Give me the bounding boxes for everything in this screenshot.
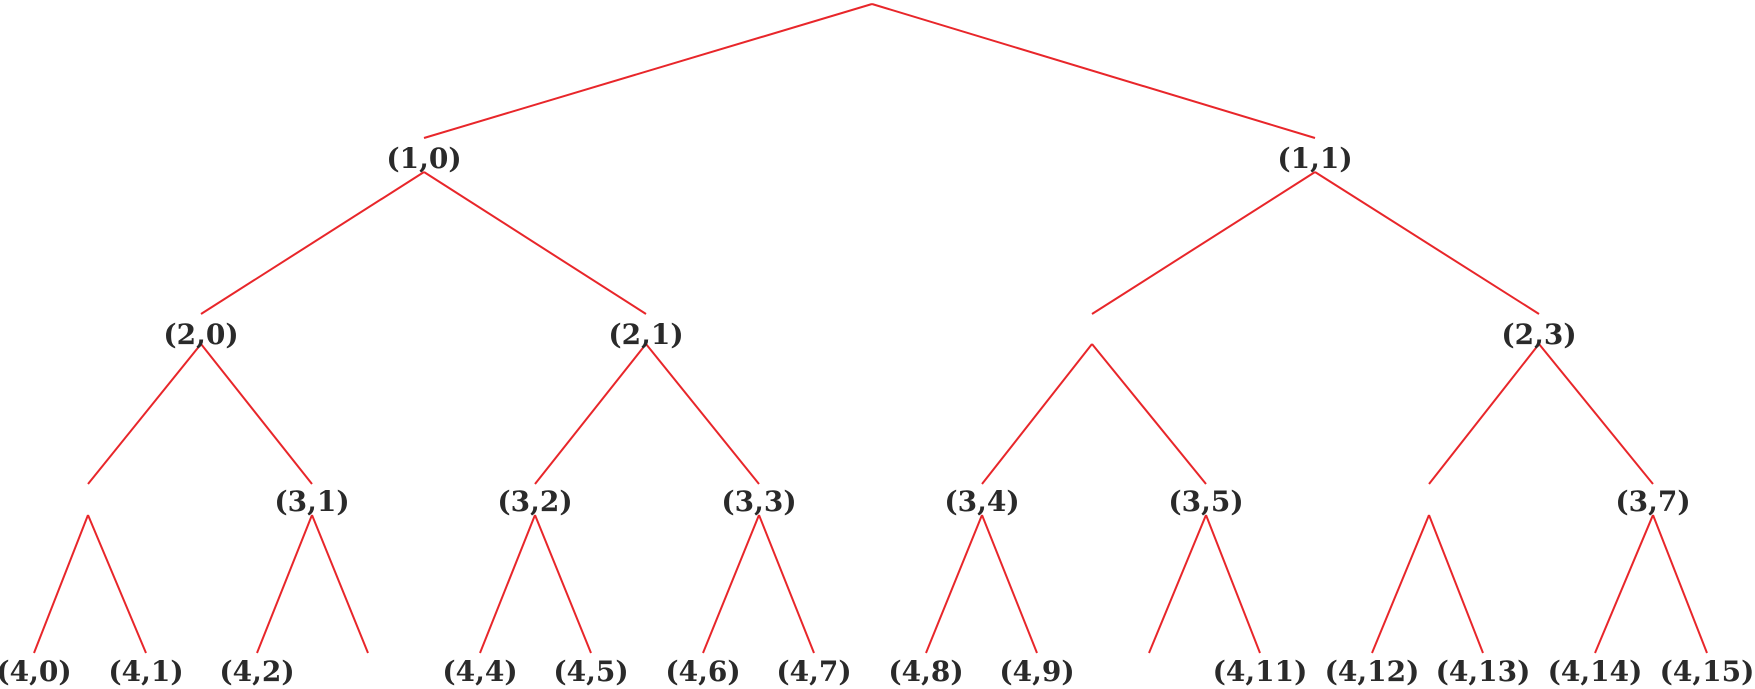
edge-1-0-to-2-1 (423, 171, 647, 315)
edge-2-0-to-3-1 (200, 343, 313, 485)
edge-2-2-to-3-4 (981, 343, 1093, 485)
edge-3-4-to-4-9 (981, 514, 1038, 654)
edge-1-1-to-2-3 (1314, 171, 1540, 315)
edge-3-0-to-4-0 (33, 514, 89, 654)
node-label-4-11: (4,11) (1213, 655, 1308, 688)
node-label-4-13: (4,13) (1436, 655, 1531, 688)
node-label-3-3: (3,3) (721, 485, 796, 518)
edge-2-1-to-3-2 (534, 343, 647, 485)
node-label-3-1: (3,1) (274, 485, 349, 518)
node-label-4-15: (4,15) (1660, 655, 1755, 688)
edge-root-to-1-1 (871, 3, 1316, 139)
edge-3-6-to-4-13 (1428, 514, 1484, 654)
node-label-4-0: (4,0) (0, 655, 72, 688)
node-label-1-1: (1,1) (1277, 142, 1352, 175)
edge-2-3-to-3-6 (1428, 343, 1540, 485)
edge-3-5-to-4-10 (1148, 514, 1207, 654)
node-label-4-5: (4,5) (553, 655, 628, 688)
edge-2-2-to-3-5 (1091, 343, 1207, 485)
node-label-4-1: (4,1) (108, 655, 183, 688)
tree-edges (33, 3, 1708, 654)
node-label-2-3: (2,3) (1501, 318, 1576, 351)
node-label-2-1: (2,1) (608, 318, 683, 351)
edge-3-2-to-4-5 (534, 514, 592, 654)
edge-2-3-to-3-7 (1538, 343, 1654, 485)
edge-3-6-to-4-12 (1371, 514, 1430, 654)
edge-3-4-to-4-8 (925, 514, 983, 654)
edge-1-0-to-2-0 (200, 171, 425, 315)
node-label-4-7: (4,7) (776, 655, 851, 688)
node-label-4-6: (4,6) (665, 655, 740, 688)
node-label-4-9: (4,9) (999, 655, 1074, 688)
node-label-4-8: (4,8) (888, 655, 963, 688)
edge-3-7-to-4-15 (1652, 514, 1708, 654)
node-label-3-2: (3,2) (497, 485, 572, 518)
node-label-3-4: (3,4) (944, 485, 1019, 518)
edge-3-3-to-4-6 (702, 514, 760, 654)
node-label-3-7: (3,7) (1615, 485, 1690, 518)
node-label-2-0: (2,0) (163, 318, 238, 351)
node-label-4-14: (4,14) (1548, 655, 1643, 688)
node-label-4-4: (4,4) (442, 655, 517, 688)
edge-2-0-to-3-0 (87, 343, 202, 485)
edge-1-1-to-2-2 (1091, 171, 1316, 315)
edge-3-1-to-4-3 (311, 514, 369, 654)
edge-3-1-to-4-2 (256, 514, 313, 654)
node-label-3-5: (3,5) (1168, 485, 1243, 518)
edge-root-to-1-0 (423, 3, 873, 139)
edge-3-7-to-4-14 (1594, 514, 1654, 654)
edge-3-3-to-4-7 (758, 514, 815, 654)
tree-labels: (1,0) (1,1) (2,0) (2,1) (2,3) (3,1) (3,2) (3,3)… (0, 142, 1754, 688)
edge-3-2-to-4-4 (479, 514, 536, 654)
node-label-1-0: (1,0) (386, 142, 461, 175)
edge-3-0-to-4-1 (87, 514, 147, 654)
node-label-4-12: (4,12) (1325, 655, 1420, 688)
edge-3-5-to-4-11 (1205, 514, 1261, 654)
edge-2-1-to-3-3 (645, 343, 760, 485)
node-label-4-2: (4,2) (219, 655, 294, 688)
